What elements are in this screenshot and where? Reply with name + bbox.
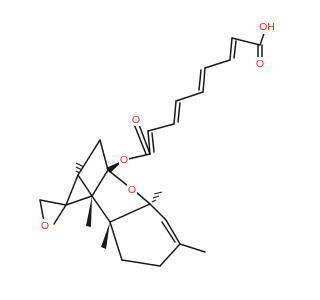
bond: [231, 37, 261, 46]
hash-bond: [151, 191, 163, 203]
atom-labels: OH O O O O O: [40, 20, 276, 232]
polyene-chain: [123, 27, 267, 161]
hash-bond: [75, 162, 85, 174]
bond: [161, 221, 176, 243]
bond: [149, 203, 167, 221]
bond: [65, 195, 93, 206]
hydroxyl-label: OH: [259, 21, 275, 33]
bond: [109, 221, 123, 261]
bond: [65, 174, 79, 206]
bond: [107, 169, 129, 187]
bond: [77, 139, 101, 176]
bond: [177, 102, 181, 123]
wedge-bond: [86, 196, 92, 227]
wedge-bond: [101, 222, 110, 249]
bond: [165, 219, 181, 245]
bond: [147, 130, 151, 155]
bond: [99, 139, 109, 171]
bond: [53, 204, 67, 225]
bond: [151, 132, 155, 153]
bond: [77, 174, 93, 197]
bond: [179, 243, 206, 253]
ring-system: [39, 139, 206, 267]
epoxide-oxygen: O: [41, 220, 49, 232]
molecule-structure: OH O O O O O: [39, 20, 276, 267]
bond: [91, 169, 109, 197]
bond: [91, 195, 111, 223]
ring-oxygen: O: [128, 184, 136, 196]
acid-carbonyl-oxygen: O: [256, 58, 264, 70]
bond: [39, 199, 67, 206]
bond: [159, 243, 181, 267]
bond: [121, 259, 161, 267]
bond: [233, 40, 237, 59]
bond: [198, 69, 202, 91]
bond: [202, 67, 206, 93]
bond: [229, 37, 233, 61]
bond: [135, 191, 151, 205]
bond: [175, 91, 204, 102]
bond: [109, 203, 151, 223]
ester-carbonyl-oxygen: O: [132, 114, 140, 126]
bond: [173, 100, 177, 125]
bond: [137, 121, 151, 155]
ester-oxygen: O: [120, 154, 128, 166]
bond: [204, 59, 231, 69]
bond: [133, 123, 147, 155]
bond: [39, 199, 45, 223]
bond: [147, 123, 175, 132]
